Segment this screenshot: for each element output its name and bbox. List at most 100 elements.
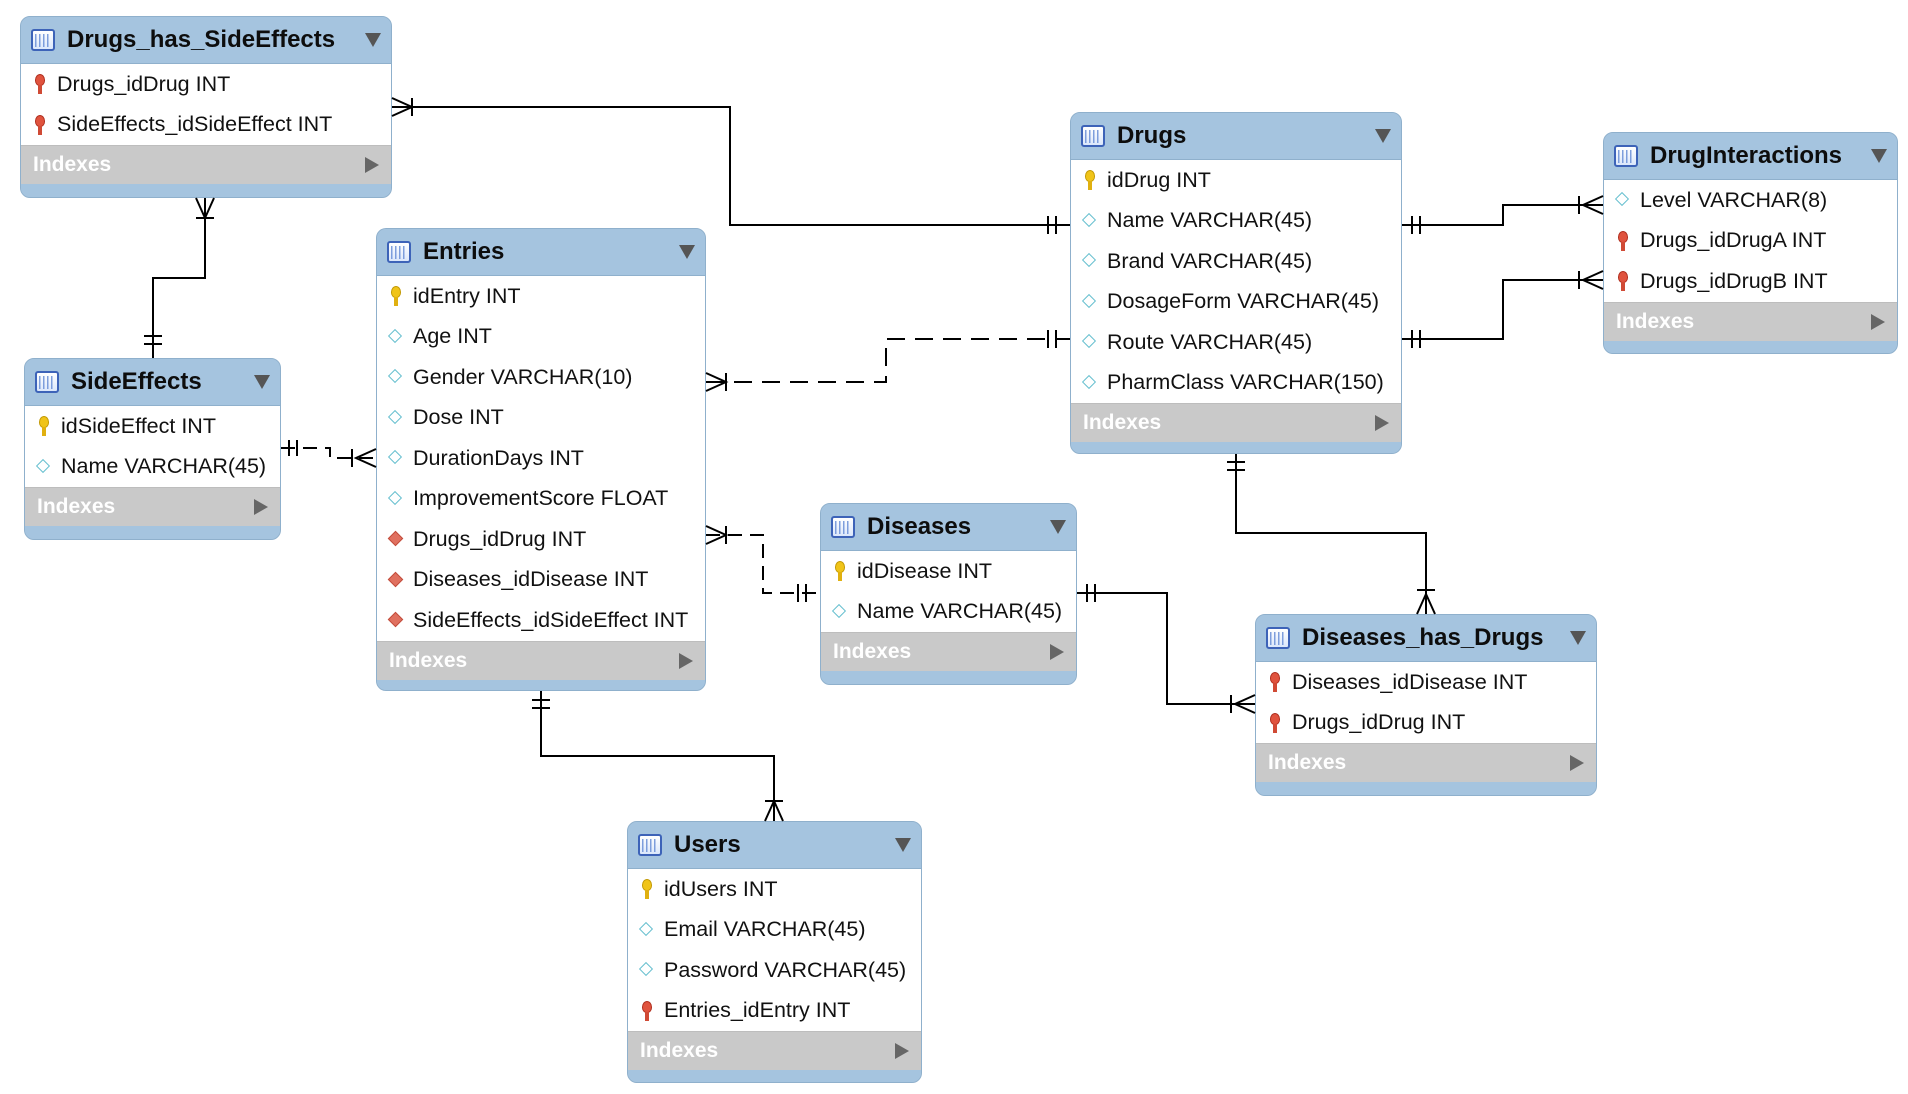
entity-header[interactable]: Users	[628, 822, 921, 869]
expand-arrow-icon[interactable]	[1375, 415, 1389, 431]
column-row[interactable]: Name VARCHAR(45)	[25, 447, 280, 488]
table-icon	[1614, 145, 1638, 167]
indexes-section[interactable]: Indexes	[1604, 301, 1897, 341]
entity-header[interactable]: DrugInteractions	[1604, 133, 1897, 180]
relationship-dhs-sideeffects[interactable]	[144, 197, 215, 358]
indexes-section[interactable]: Indexes	[1071, 403, 1401, 442]
column-row[interactable]: Diseases_idDisease INT	[1256, 662, 1596, 703]
relationship-diseases-dhd[interactable]	[1077, 584, 1256, 714]
entity-sideeffects[interactable]: SideEffects idSideEffect INT Name VARCHAR…	[24, 358, 281, 540]
expand-arrow-icon[interactable]	[1871, 313, 1885, 330]
dropdown-arrow-icon[interactable]	[1871, 149, 1887, 163]
relationship-dhs-drugs[interactable]	[391, 97, 1070, 234]
relationship-drugs-dhd[interactable]	[1227, 454, 1436, 615]
column-row[interactable]: Drugs_idDrugB INT	[1604, 261, 1897, 302]
column-name: Entries_idEntry INT	[664, 998, 851, 1023]
column-row[interactable]: DurationDays INT	[377, 438, 705, 479]
expand-arrow-icon[interactable]	[895, 1043, 909, 1059]
column-row[interactable]: idUsers INT	[628, 869, 921, 910]
foreign-key-diamond-icon	[389, 570, 403, 590]
column-row[interactable]: Password VARCHAR(45)	[628, 950, 921, 991]
relationship-entries-diseases[interactable]	[705, 525, 820, 602]
entity-header[interactable]: SideEffects	[25, 359, 280, 406]
column-row[interactable]: Brand VARCHAR(45)	[1071, 241, 1401, 282]
expand-arrow-icon[interactable]	[254, 499, 268, 515]
expand-arrow-icon[interactable]	[365, 157, 379, 173]
indexes-section[interactable]: Indexes	[628, 1031, 921, 1070]
dropdown-arrow-icon[interactable]	[1375, 129, 1391, 143]
column-row[interactable]: Route VARCHAR(45)	[1071, 322, 1401, 363]
column-row[interactable]: PharmClass VARCHAR(150)	[1071, 363, 1401, 404]
entity-header[interactable]: Diseases	[821, 504, 1076, 551]
entity-druginteractions[interactable]: DrugInteractions Level VARCHAR(8)Drugs_i…	[1603, 132, 1898, 354]
dropdown-arrow-icon[interactable]	[365, 33, 381, 47]
diamond-icon	[1083, 292, 1097, 312]
entity-drugs[interactable]: Drugs idDrug INT Name VARCHAR(45) Brand VA…	[1070, 112, 1402, 454]
dropdown-arrow-icon[interactable]	[254, 375, 270, 389]
column-row[interactable]: Gender VARCHAR(10)	[377, 357, 705, 398]
indexes-section[interactable]: Indexes	[377, 640, 705, 680]
column-name: Name VARCHAR(45)	[61, 454, 267, 479]
dropdown-arrow-icon[interactable]	[679, 245, 695, 259]
column-row[interactable]: Name VARCHAR(45)	[821, 592, 1076, 633]
entity-header[interactable]: Drugs	[1071, 113, 1401, 160]
diamond-icon	[1083, 251, 1097, 271]
diamond-icon	[640, 920, 654, 940]
column-row[interactable]: DosageForm VARCHAR(45)	[1071, 282, 1401, 323]
column-row[interactable]: Drugs_idDrug INT	[377, 519, 705, 560]
expand-arrow-icon[interactable]	[679, 652, 693, 669]
dropdown-arrow-icon[interactable]	[1570, 631, 1586, 645]
indexes-section[interactable]: Indexes	[21, 145, 391, 184]
entity-diseases-has-drugs[interactable]: Diseases_has_Drugs Diseases_idDisease IN…	[1255, 614, 1597, 796]
column-name: Name VARCHAR(45)	[1107, 208, 1313, 233]
table-icon	[387, 241, 411, 263]
diamond-icon	[1083, 211, 1097, 231]
table-icon	[31, 29, 55, 51]
entity-title: SideEffects	[71, 368, 202, 395]
column-row[interactable]: Name VARCHAR(45)	[1071, 201, 1401, 242]
entity-title: Drugs	[1117, 122, 1187, 149]
relationship-entries-drugs[interactable]	[705, 330, 1070, 392]
indexes-section[interactable]: Indexes	[821, 632, 1076, 671]
column-row[interactable]: Entries_idEntry INT	[628, 991, 921, 1032]
relationship-entries-users[interactable]	[532, 691, 784, 822]
expand-arrow-icon[interactable]	[1050, 644, 1064, 660]
column-row[interactable]: Age INT	[377, 317, 705, 358]
column-row[interactable]: idEntry INT	[377, 276, 705, 317]
column-row[interactable]: Email VARCHAR(45)	[628, 910, 921, 951]
dropdown-arrow-icon[interactable]	[895, 838, 911, 852]
entity-entries[interactable]: Entries idEntry INT Age INT Gender VARCHAR…	[376, 228, 706, 691]
relationship-drugs-druginteractions-a[interactable]	[1402, 195, 1604, 234]
column-name: idSideEffect INT	[61, 413, 216, 438]
expand-arrow-icon[interactable]	[1570, 755, 1584, 771]
column-name: Age INT	[413, 324, 492, 349]
column-row[interactable]: Drugs_idDrug INT	[1256, 703, 1596, 744]
column-row[interactable]: SideEffects_idSideEffect INT	[377, 600, 705, 641]
column-row[interactable]: Drugs_idDrug INT	[21, 64, 391, 105]
column-row[interactable]: Dose INT	[377, 398, 705, 439]
indexes-section[interactable]: Indexes	[25, 487, 280, 526]
table-icon	[1266, 627, 1290, 649]
dropdown-arrow-icon[interactable]	[1050, 520, 1066, 534]
foreign-key-icon	[640, 1000, 654, 1021]
column-row[interactable]: SideEffects_idSideEffect INT	[21, 105, 391, 146]
entity-header[interactable]: Drugs_has_SideEffects	[21, 17, 391, 64]
indexes-section[interactable]: Indexes	[1256, 743, 1596, 782]
column-row[interactable]: Drugs_idDrugA INT	[1604, 221, 1897, 262]
table-icon	[638, 834, 662, 856]
column-row[interactable]: idDrug INT	[1071, 160, 1401, 201]
column-row[interactable]: ImprovementScore FLOAT	[377, 479, 705, 520]
column-row[interactable]: idSideEffect INT	[25, 406, 280, 447]
relationship-sideeffects-entries[interactable]	[281, 440, 377, 468]
entity-header[interactable]: Diseases_has_Drugs	[1256, 615, 1596, 662]
column-row[interactable]: Diseases_idDisease INT	[377, 560, 705, 601]
column-row[interactable]: Level VARCHAR(8)	[1604, 180, 1897, 221]
entity-header[interactable]: Entries	[377, 229, 705, 276]
relationship-drugs-druginteractions-b[interactable]	[1402, 270, 1604, 348]
foreign-key-icon	[33, 74, 47, 95]
column-row[interactable]: idDisease INT	[821, 551, 1076, 592]
key-icon	[37, 416, 51, 437]
